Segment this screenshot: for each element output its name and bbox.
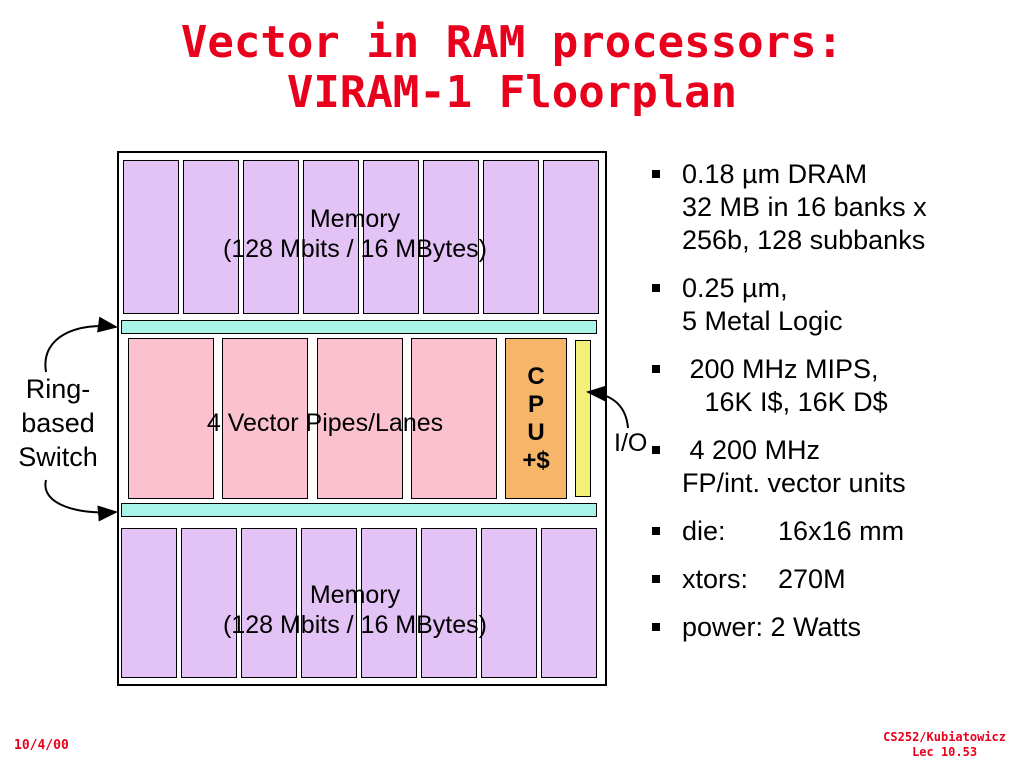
footer-course-info: CS252/Kubiatowicz Lec 10.53	[883, 730, 1006, 760]
cpu-block: C P U +$	[505, 338, 567, 499]
memory-bank-top	[123, 160, 179, 314]
cpu-label-u: U	[527, 418, 545, 446]
memory-bank-top	[243, 160, 299, 314]
spec-line: 16K I$, 16K D$	[682, 387, 888, 417]
memory-bank-bottom	[301, 528, 357, 678]
memory-bank-bottom	[241, 528, 297, 678]
switch-arrow-top	[44, 316, 118, 373]
io-label: I/O	[614, 429, 648, 457]
spec-bullet-dram: 0.18 µm DRAM 32 MB in 16 banks x 256b, 1…	[652, 158, 1022, 257]
cpu-label-cache: +$	[522, 446, 550, 474]
vector-pipe	[222, 338, 308, 499]
spec-line: xtors: 270M	[682, 564, 846, 594]
memory-bank-bottom	[121, 528, 177, 678]
vector-pipe	[411, 338, 497, 499]
memory-top-label-line-1: Memory	[309, 205, 401, 233]
memory-bank-bottom	[541, 528, 597, 678]
spec-bullet-transistors: xtors: 270M	[652, 563, 1022, 596]
memory-bank-top	[183, 160, 239, 314]
memory-bank-bottom	[361, 528, 417, 678]
cpu-label-c: C	[527, 362, 545, 390]
io-block	[575, 340, 591, 497]
vector-pipes-label: 4 Vector Pipes/Lanes	[206, 409, 444, 437]
memory-bank-top	[303, 160, 359, 314]
footer-course: CS252/Kubiatowicz	[883, 730, 1006, 744]
title-line-2: VIRAM-1 Floorplan	[286, 67, 738, 118]
ring-switch-label: Ring- based Switch	[0, 372, 116, 474]
vector-pipe	[128, 338, 214, 499]
slide-title: Vector in RAM processors: VIRAM-1 Floorp…	[0, 18, 1024, 118]
spec-line: 0.25 µm,	[682, 273, 788, 303]
spec-line: 0.18 µm DRAM	[682, 159, 868, 189]
spec-bullet-vector-units: 4 200 MHz FP/int. vector units	[652, 434, 1022, 500]
ring-switch-label-line-3: Switch	[18, 442, 98, 472]
memory-bank-bottom	[181, 528, 237, 678]
switch-bus-bottom	[121, 503, 597, 517]
footer-date: 10/4/00	[14, 738, 69, 753]
memory-bank-top	[543, 160, 599, 314]
memory-bank-top	[363, 160, 419, 314]
memory-bottom-label-line-2: (128 Mbits / 16 MBytes)	[223, 611, 487, 639]
cpu-label-p: P	[527, 390, 544, 418]
spec-line: 4 200 MHz	[682, 435, 821, 465]
vector-pipe	[317, 338, 403, 499]
memory-bank-bottom	[481, 528, 537, 678]
footer-lecture: Lec 10.53	[912, 745, 978, 759]
memory-bank-top	[483, 160, 539, 314]
memory-bank-bottom	[421, 528, 477, 678]
ring-switch-label-line-1: Ring-	[25, 374, 91, 404]
spec-line: FP/int. vector units	[682, 468, 906, 498]
spec-line: 200 MHz MIPS,	[682, 354, 879, 384]
switch-arrow-bottom	[44, 479, 118, 522]
io-arrow	[586, 385, 629, 429]
memory-bottom-label: Memory (128 Mbits / 16 MBytes)	[150, 580, 560, 640]
memory-top-label-line-2: (128 Mbits / 16 MBytes)	[223, 235, 487, 263]
title-line-1: Vector in RAM processors:	[180, 17, 844, 68]
memory-top-label: Memory (128 Mbits / 16 MBytes)	[150, 204, 560, 264]
spec-bullet-list: 0.18 µm DRAM 32 MB in 16 banks x 256b, 1…	[652, 158, 1022, 659]
spec-bullet-mips: 200 MHz MIPS, 16K I$, 16K D$	[652, 353, 1022, 419]
spec-bullet-power: power: 2 Watts	[652, 611, 1022, 644]
spec-line: 5 Metal Logic	[682, 306, 843, 336]
spec-bullet-logic: 0.25 µm, 5 Metal Logic	[652, 272, 1022, 338]
spec-line: power: 2 Watts	[682, 612, 862, 642]
spec-line: die: 16x16 mm	[682, 516, 905, 546]
spec-line: 256b, 128 subbanks	[682, 225, 926, 255]
memory-bank-top	[423, 160, 479, 314]
spec-bullet-die: die: 16x16 mm	[652, 515, 1022, 548]
memory-bottom-label-line-1: Memory	[309, 581, 401, 609]
spec-line: 32 MB in 16 banks x	[682, 192, 927, 222]
ring-switch-label-line-2: based	[21, 408, 95, 438]
switch-bus-top	[121, 320, 597, 334]
